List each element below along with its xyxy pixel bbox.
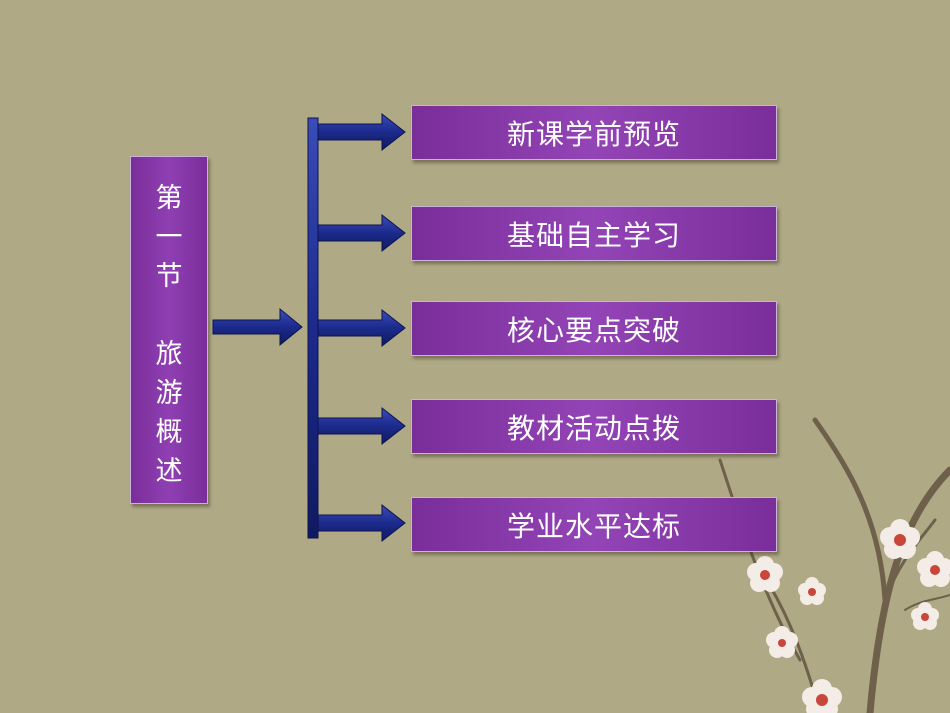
main-arrow xyxy=(212,307,303,347)
menu-item-label: 教材活动点拨 xyxy=(506,411,681,445)
blossom xyxy=(798,577,826,605)
branch-arrow-5 xyxy=(317,503,406,543)
vertical-connector-bar xyxy=(307,117,319,539)
menu-item-preview[interactable]: 新课学前预览 xyxy=(411,105,777,160)
title-char: 第 xyxy=(155,183,183,214)
title-char: 述 xyxy=(155,456,183,487)
blossom xyxy=(917,551,950,587)
branch-arrow-4 xyxy=(317,406,406,446)
menu-item-basic-study[interactable]: 基础自主学习 xyxy=(411,206,777,261)
title-char: 节 xyxy=(155,261,183,292)
menu-item-label: 新课学前预览 xyxy=(506,117,681,151)
branch-arrow-1 xyxy=(317,112,406,152)
menu-item-proficiency-test[interactable]: 学业水平达标 xyxy=(411,497,777,552)
title-char: 概 xyxy=(155,417,183,448)
blossom xyxy=(802,679,842,713)
branch-arrow-3 xyxy=(317,308,406,348)
branch-arrow-2 xyxy=(317,213,406,253)
blossom xyxy=(766,626,798,658)
menu-item-key-points[interactable]: 核心要点突破 xyxy=(411,301,777,356)
title-char: 一 xyxy=(155,222,183,253)
section-title: 第 一 节 旅 游 概 述 xyxy=(131,179,207,491)
menu-item-textbook-activity[interactable]: 教材活动点拨 xyxy=(411,399,777,454)
blossom xyxy=(747,556,783,592)
menu-item-label: 核心要点突破 xyxy=(506,313,681,347)
branch-arrows xyxy=(317,112,406,543)
menu-item-label: 基础自主学习 xyxy=(506,218,681,252)
title-char: 旅 xyxy=(155,339,183,370)
title-char: 游 xyxy=(155,378,183,409)
section-title-box: 第 一 节 旅 游 概 述 xyxy=(130,156,208,504)
blossom xyxy=(911,602,939,630)
menu-item-label: 学业水平达标 xyxy=(506,509,681,543)
blossom xyxy=(880,519,920,559)
blossoms xyxy=(747,519,950,713)
